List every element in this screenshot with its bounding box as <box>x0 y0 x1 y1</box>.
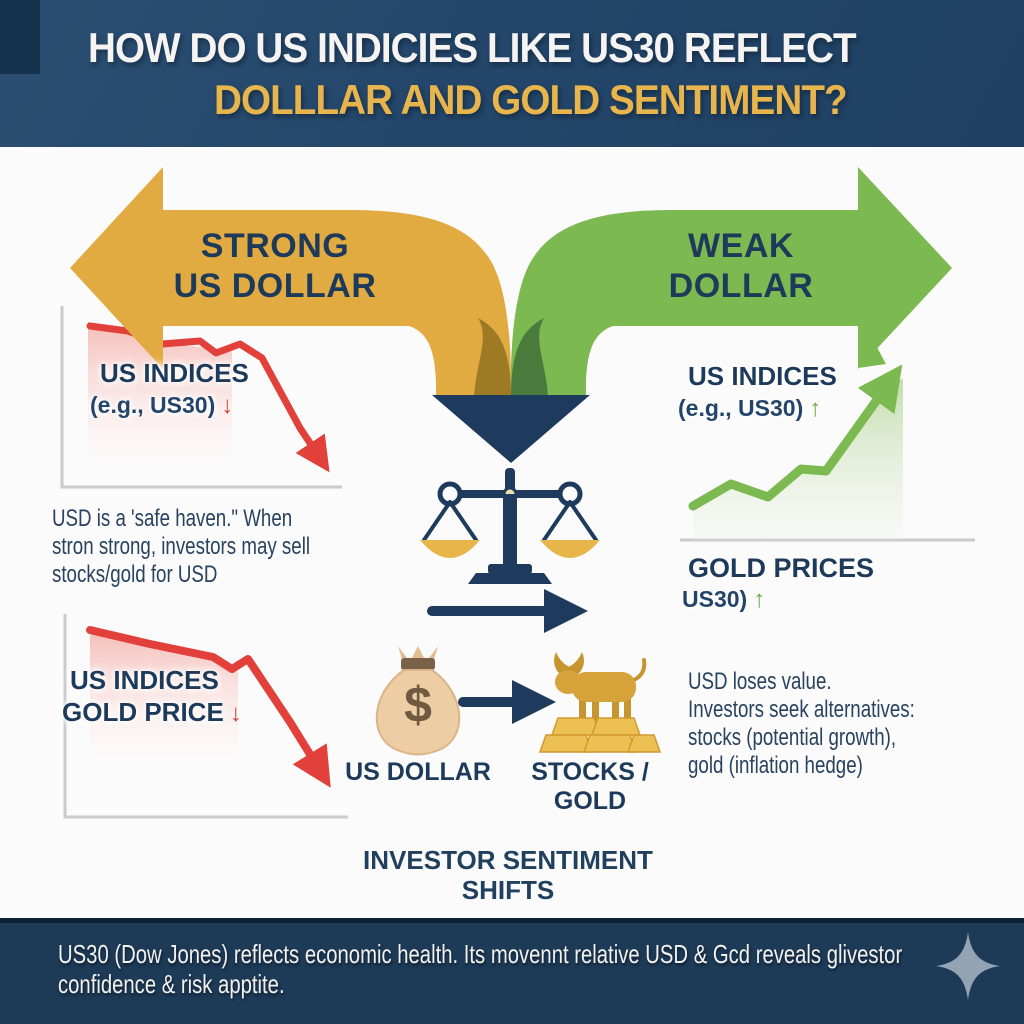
down-arrow-icon: ↓ <box>229 700 242 727</box>
strong-dollar-arrow <box>70 167 512 397</box>
investor-sentiment-label: INVESTOR SENTIMENT SHIFTS <box>363 845 653 905</box>
balance-scale-icon <box>420 468 600 584</box>
small-up-arrow-icon <box>858 338 886 368</box>
page-title-line2: DOLLLAR AND GOLD SENTIMENT? <box>214 76 848 123</box>
left-chart-title: US INDICES <box>100 358 249 388</box>
header: HOW DO US INDICIES LIKE US30 REFLECT DOL… <box>0 0 1024 147</box>
weak-dollar-label: WEAK DOLLAR <box>646 226 836 306</box>
header-corner-accent <box>0 0 40 74</box>
page-title-line1: HOW DO US INDICIES LIKE US30 REFLECT <box>88 24 857 71</box>
up-arrow-icon: ↑ <box>809 395 822 422</box>
strong-dollar-label: STRONG US DOLLAR <box>165 226 385 306</box>
funnel-arrow-icon <box>432 395 590 463</box>
weak-dollar-line1: WEAK <box>688 227 794 265</box>
weak-dollar-line2: DOLLAR <box>668 267 814 305</box>
right-chart-subtitle: (e.g., US30)↑ <box>678 395 822 422</box>
gold-prices-title: GOLD PRICES <box>688 553 875 583</box>
strong-dollar-line1: STRONG <box>200 227 350 265</box>
right-chart-title: US INDICES <box>688 361 837 391</box>
gold-price-chart-title-line2: GOLD PRICE↓ <box>62 697 242 727</box>
us-dollar-label: US DOLLAR <box>345 758 491 786</box>
gold-price-chart-title-line1: US INDICES <box>70 665 219 695</box>
chart-gold-price-down <box>63 614 348 819</box>
stocks-gold-label: STOCKS / GOLD <box>531 758 649 815</box>
down-arrow-icon: ↓ <box>221 392 234 419</box>
footer-text-line1: US30 (Dow Jones) reflects economic healt… <box>58 939 903 969</box>
weak-dollar-arrow <box>510 167 952 397</box>
chart-us-indices-up <box>680 338 975 542</box>
gold-prices-subtitle: US30)↑ <box>682 586 766 613</box>
strong-dollar-line2: US DOLLAR <box>173 267 377 305</box>
money-bag-icon: $ <box>375 646 461 756</box>
footer: US30 (Dow Jones) reflects economic healt… <box>0 918 1024 1024</box>
sparkle-icon <box>936 932 1000 1000</box>
footer-text-line2: confidence & risk apptite. <box>58 969 285 999</box>
left-chart-subtitle: (e.g., US30)↓ <box>90 392 234 419</box>
dollar-sign-glyph: $ <box>404 677 432 733</box>
bull-gold-icon <box>538 652 662 753</box>
up-arrow-icon: ↑ <box>753 586 766 613</box>
safe-haven-note: USD is a 'safe haven." When stron strong… <box>52 505 311 588</box>
usd-loses-value-note: USD loses value. Investors seek alternat… <box>688 668 915 779</box>
